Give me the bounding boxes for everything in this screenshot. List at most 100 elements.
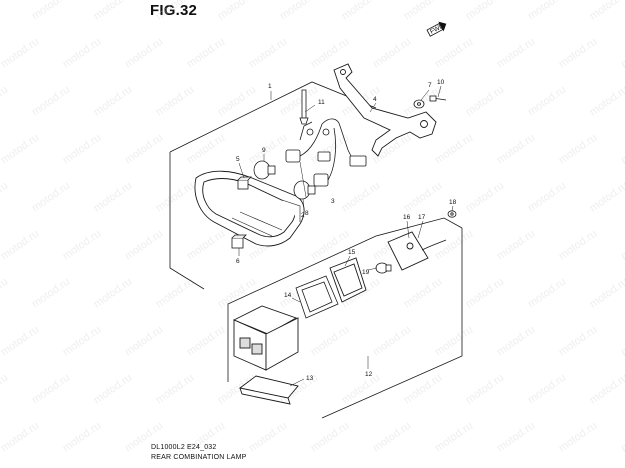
watermark-text: motod.ru bbox=[0, 84, 10, 119]
watermark-text: motod.ru bbox=[61, 132, 103, 167]
watermark-text: motod.ru bbox=[526, 180, 568, 215]
watermark-text: motod.ru bbox=[433, 228, 475, 263]
lamp-bracket bbox=[333, 63, 437, 157]
watermark-text: motod.ru bbox=[588, 84, 625, 119]
watermark-text: motod.ru bbox=[61, 228, 103, 263]
watermark-text: motod.ru bbox=[619, 420, 625, 455]
cable-tie bbox=[299, 89, 309, 125]
watermark-text: motod.ru bbox=[402, 372, 444, 407]
watermark-text: motod.ru bbox=[371, 324, 413, 359]
watermark-text: motod.ru bbox=[216, 0, 258, 22]
license-lamp-assembly-frame bbox=[227, 217, 463, 419]
bulb-turn-signal bbox=[293, 180, 316, 200]
license-lamp-socket bbox=[387, 231, 447, 271]
watermark-text: motod.ru bbox=[92, 372, 134, 407]
watermark-text: motod.ru bbox=[0, 132, 41, 167]
callout-15: 15 bbox=[348, 249, 356, 256]
watermark-text: motod.ru bbox=[433, 132, 475, 167]
watermark-text: motod.ru bbox=[557, 132, 599, 167]
watermark-text: motod.ru bbox=[588, 0, 625, 22]
watermark-text: motod.ru bbox=[0, 420, 41, 455]
watermark-text: motod.ru bbox=[309, 132, 351, 167]
callout-7: 7 bbox=[428, 82, 432, 89]
license-lamp-bulb bbox=[375, 262, 392, 274]
watermark-text: motod.ru bbox=[433, 36, 475, 71]
watermark-text: motod.ru bbox=[61, 420, 103, 455]
figure-title: FIG.32 bbox=[150, 2, 198, 19]
watermark-text: motod.ru bbox=[340, 372, 382, 407]
watermark-text: motod.ru bbox=[0, 180, 10, 215]
watermark-text: motod.ru bbox=[247, 420, 289, 455]
watermark-text: motod.ru bbox=[30, 84, 72, 119]
callout-9: 9 bbox=[262, 147, 266, 154]
license-plate-lamp-housing bbox=[232, 305, 299, 371]
watermark-text: motod.ru bbox=[247, 132, 289, 167]
watermark-text: motod.ru bbox=[61, 36, 103, 71]
callout-12: 12 bbox=[365, 371, 373, 378]
watermark-text: motod.ru bbox=[402, 0, 444, 22]
watermark-text: motod.ru bbox=[0, 0, 10, 22]
watermark-text: motod.ru bbox=[526, 84, 568, 119]
callout-5: 5 bbox=[236, 156, 240, 163]
leader-lines bbox=[238, 85, 454, 387]
callout-2: 2 bbox=[301, 212, 305, 219]
watermark-text: motod.ru bbox=[185, 324, 227, 359]
watermark-text: motod.ru bbox=[557, 420, 599, 455]
watermark-text: motod.ru bbox=[433, 324, 475, 359]
callout-19: 19 bbox=[362, 269, 370, 276]
watermark-text: motod.ru bbox=[588, 372, 625, 407]
watermark-text: motod.ru bbox=[588, 180, 625, 215]
watermark-text: motod.ru bbox=[526, 0, 568, 22]
socket-wiring-harness bbox=[285, 118, 367, 187]
watermark-text: motod.ru bbox=[557, 36, 599, 71]
watermark-text: motod.ru bbox=[464, 0, 506, 22]
callout-16: 16 bbox=[403, 214, 411, 221]
watermark-text: motod.ru bbox=[185, 228, 227, 263]
watermark-text: motod.ru bbox=[0, 36, 41, 71]
tail-lamp-housing bbox=[194, 170, 305, 247]
callout-4: 4 bbox=[373, 96, 377, 103]
watermark-text: motod.ru bbox=[495, 420, 537, 455]
watermark-text: motod.ru bbox=[0, 228, 41, 263]
lens-cushion bbox=[237, 176, 252, 190]
callout-11: 11 bbox=[318, 99, 325, 106]
watermark-text: motod.ru bbox=[30, 372, 72, 407]
watermark-text: motod.ru bbox=[216, 84, 258, 119]
watermark-text: motod.ru bbox=[309, 324, 351, 359]
watermark-text: motod.ru bbox=[247, 36, 289, 71]
front-direction-arrow-icon: FWD bbox=[426, 21, 447, 37]
watermark-text: motod.ru bbox=[588, 276, 625, 311]
callout-1: 1 bbox=[268, 83, 272, 90]
washer bbox=[413, 99, 425, 109]
assembly-name: REAR COMBINATION LAMP bbox=[151, 454, 247, 461]
watermark-text: motod.ru bbox=[154, 372, 196, 407]
callout-8: 8 bbox=[305, 210, 309, 217]
bolt bbox=[429, 95, 447, 102]
callout-numbers: 1 2 3 4 5 6 7 8 9 10 11 12 13 14 15 16 1… bbox=[236, 79, 457, 382]
watermark-text: motod.ru bbox=[123, 228, 165, 263]
callout-3: 3 bbox=[331, 198, 335, 205]
watermark-text: motod.ru bbox=[154, 0, 196, 22]
watermark-text: motod.ru bbox=[371, 36, 413, 71]
watermark-text: motod.ru bbox=[278, 0, 320, 22]
watermark-text: motod.ru bbox=[123, 324, 165, 359]
watermark-text: motod.ru bbox=[619, 324, 625, 359]
watermark-text: motod.ru bbox=[61, 324, 103, 359]
watermark-text: motod.ru bbox=[464, 180, 506, 215]
callout-10: 10 bbox=[437, 79, 445, 86]
watermark-text: motod.ru bbox=[495, 324, 537, 359]
watermark-text: motod.ru bbox=[92, 0, 134, 22]
watermark-text: motod.ru bbox=[340, 180, 382, 215]
watermark-text: motod.ru bbox=[402, 180, 444, 215]
watermark-text: motod.ru bbox=[154, 180, 196, 215]
watermark-text: motod.ru bbox=[0, 276, 10, 311]
watermark-text: motod.ru bbox=[0, 324, 41, 359]
bulb-stop-tail bbox=[253, 160, 276, 180]
watermark-text: motod.ru bbox=[185, 132, 227, 167]
watermark-text: motod.ru bbox=[30, 276, 72, 311]
watermark-text: motod.ru bbox=[92, 276, 134, 311]
license-lamp-lens bbox=[329, 257, 367, 303]
callout-14: 14 bbox=[284, 292, 292, 299]
watermark-text: motod.ru bbox=[92, 180, 134, 215]
